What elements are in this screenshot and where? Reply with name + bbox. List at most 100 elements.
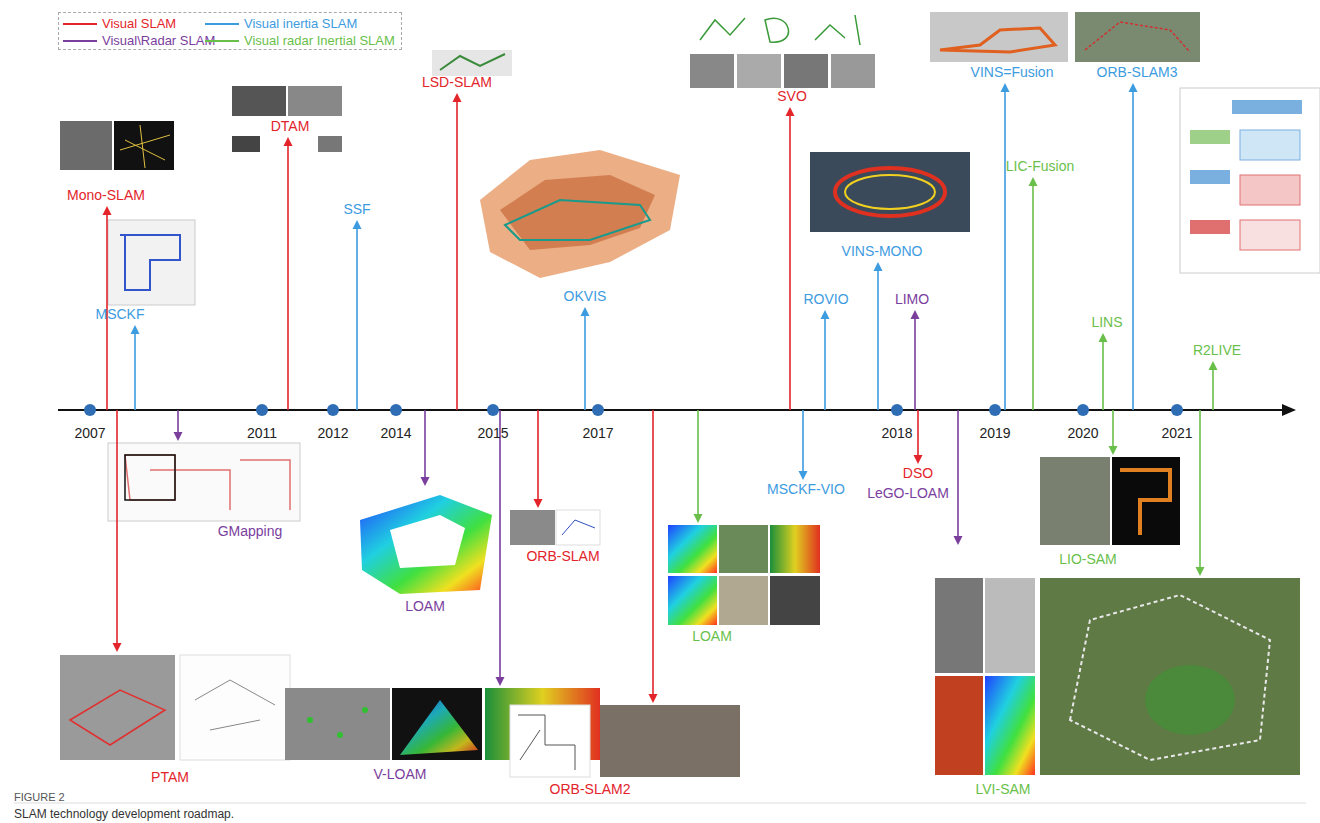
year-dot	[1171, 404, 1183, 416]
method-label: LINS	[1091, 315, 1122, 330]
svo-thumbnail	[690, 10, 875, 50]
loam-multi-thumbnail	[719, 576, 768, 625]
legend-entry: Visual\Radar SLAM	[63, 33, 215, 48]
year-label: 2014	[380, 426, 411, 441]
year-dot	[256, 404, 268, 416]
vloam-thumbnail	[337, 732, 343, 738]
legend-entry: Visual radar Inertial SLAM	[205, 33, 395, 48]
timeline-arrow	[824, 319, 826, 410]
year-dot	[327, 404, 339, 416]
loam-multi-thumbnail	[668, 525, 820, 625]
method-label: GMapping	[218, 524, 283, 539]
timeline-arrow	[116, 410, 118, 643]
msckf-thumbnail	[108, 220, 195, 305]
year-label: 2011	[247, 426, 277, 441]
vinsmono-thumbnail	[835, 168, 945, 216]
okvis-pointcloud	[480, 150, 680, 278]
liosam-thumbnail	[1112, 457, 1180, 545]
vloam-thumbnail	[392, 688, 482, 760]
arrow-head	[421, 477, 430, 486]
timeline-arrow	[1199, 410, 1201, 567]
ptam-thumbnail	[70, 690, 165, 745]
loam-thumbnail	[360, 495, 492, 594]
method-label: LOAM	[692, 629, 732, 644]
method-label: SVO	[777, 89, 807, 104]
method-label: LIO-SAM	[1059, 552, 1117, 567]
timeline-arrow	[456, 102, 458, 410]
method-label: LeGO-LOAM	[867, 486, 949, 501]
lsdslam-thumbnail	[440, 54, 505, 70]
orbslam2-thumbnail	[510, 705, 740, 777]
year-label: 2017	[582, 426, 613, 441]
dtam-thumbnail	[232, 86, 342, 152]
okvis-pointcloud	[500, 175, 655, 250]
arrow-head	[1196, 567, 1205, 576]
svo-thumbnail	[690, 10, 875, 88]
orbslam-thumbnail	[562, 520, 595, 535]
legend-swatch	[63, 23, 97, 25]
timeline-arrow	[957, 410, 959, 536]
arrow-head	[1109, 446, 1118, 455]
arrow-head	[1129, 83, 1138, 92]
loam-thumbnail	[355, 488, 495, 596]
method-label: ORB-SLAM	[526, 549, 599, 564]
vinsmono-thumbnail	[845, 175, 935, 209]
arrow-head	[786, 107, 795, 116]
timeline-arrow	[424, 410, 426, 477]
svo-thumbnail	[831, 54, 875, 88]
arrow-head	[914, 455, 923, 464]
monoslam-thumbnail	[60, 121, 112, 170]
ptam-thumbnail	[180, 655, 290, 760]
okvis-pointcloud	[480, 150, 680, 278]
lsdslam-thumbnail	[432, 50, 512, 76]
orbslam2-thumbnail	[510, 705, 590, 777]
vloam-thumbnail	[362, 707, 368, 713]
arrow-head	[284, 137, 293, 146]
r2live-overview	[1240, 130, 1300, 160]
orbslam2-thumbnail	[600, 705, 740, 777]
caption-rule	[14, 803, 1306, 804]
method-label: SSF	[343, 202, 370, 217]
legend-swatch	[205, 40, 239, 42]
loam-multi-thumbnail	[668, 576, 717, 625]
timeline-arrow	[789, 116, 791, 410]
method-label: V-LOAM	[374, 767, 427, 782]
vinsfusion-thumbnail	[930, 12, 1068, 62]
dtam-thumbnail	[232, 136, 260, 152]
timeline-arrow	[914, 319, 916, 410]
timeline-arrow	[1032, 186, 1034, 410]
vinsmono-thumbnail	[810, 152, 970, 232]
timeline-arrow	[1004, 92, 1006, 410]
lvisam-thumbnail	[935, 578, 983, 673]
lvisam-thumbnail	[1070, 595, 1270, 760]
method-label: LVI-SAM	[976, 782, 1031, 797]
vloam-thumbnail	[307, 717, 313, 723]
legend-swatch	[63, 40, 97, 42]
year-dot	[1077, 404, 1089, 416]
legend-entry: Visual inertia SLAM	[205, 16, 357, 31]
legend-text: Visual inertia SLAM	[244, 16, 357, 31]
timeline-axis	[1282, 404, 1296, 416]
arrow-head	[453, 93, 462, 102]
monoslam-thumbnail	[60, 121, 174, 170]
arrow-head	[131, 325, 140, 334]
legend-entry: Visual SLAM	[63, 16, 176, 31]
arrow-head	[649, 694, 658, 703]
caption-rule	[14, 803, 1306, 804]
method-label: Mono-SLAM	[67, 188, 145, 203]
year-label: 2007	[74, 426, 105, 441]
timeline-arrow	[584, 316, 586, 410]
arrow-head	[496, 677, 505, 686]
gmapping-thumbnail	[108, 443, 300, 521]
method-label: PTAM	[151, 770, 189, 785]
ptam-thumbnail	[195, 680, 275, 730]
method-label: VINS=Fusion	[971, 65, 1054, 80]
r2live-overview	[1240, 220, 1300, 250]
lvisam-thumbnail	[1040, 578, 1300, 775]
arrow-head	[353, 220, 362, 229]
year-dot	[891, 404, 903, 416]
arrow-head	[799, 471, 808, 480]
loam-multi-thumbnail	[770, 525, 820, 573]
legend-box: Visual SLAM Visual inertia SLAM Visual\Rad…	[58, 12, 402, 50]
lvisam-thumbnail	[935, 676, 983, 775]
